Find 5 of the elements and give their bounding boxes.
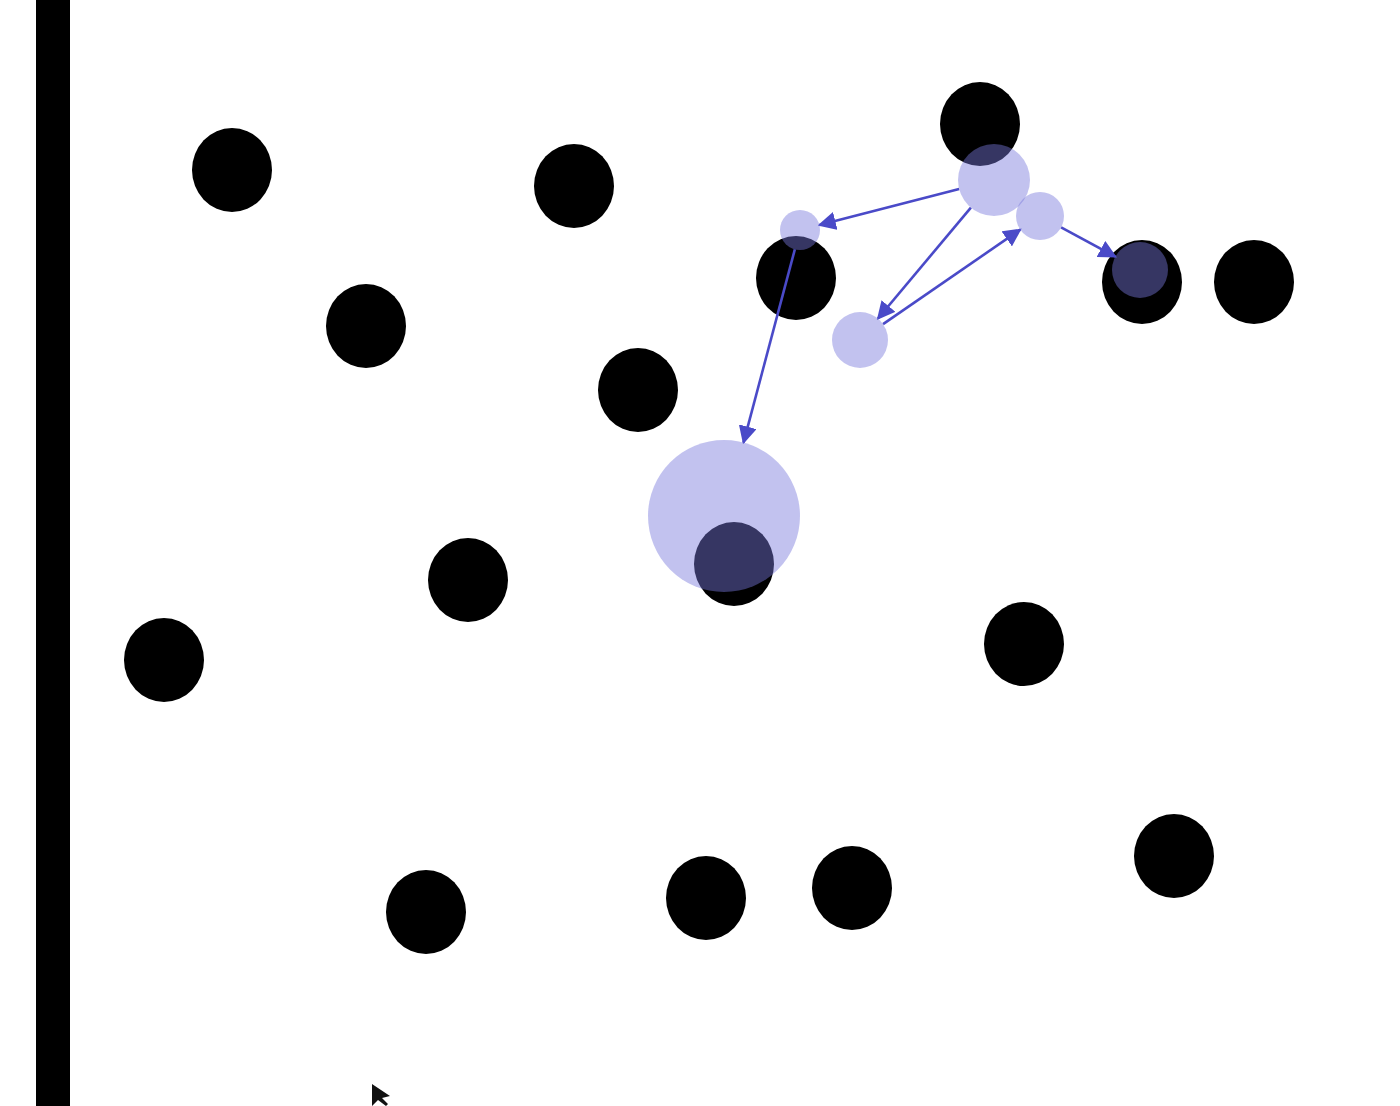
gaze-path-arrow: [1060, 226, 1117, 258]
gaze-path-arrow: [876, 206, 972, 320]
gaze-path-arrow: [882, 228, 1022, 326]
gaze-path-arrow: [817, 187, 960, 230]
gaze-path-arrow: [738, 249, 797, 445]
